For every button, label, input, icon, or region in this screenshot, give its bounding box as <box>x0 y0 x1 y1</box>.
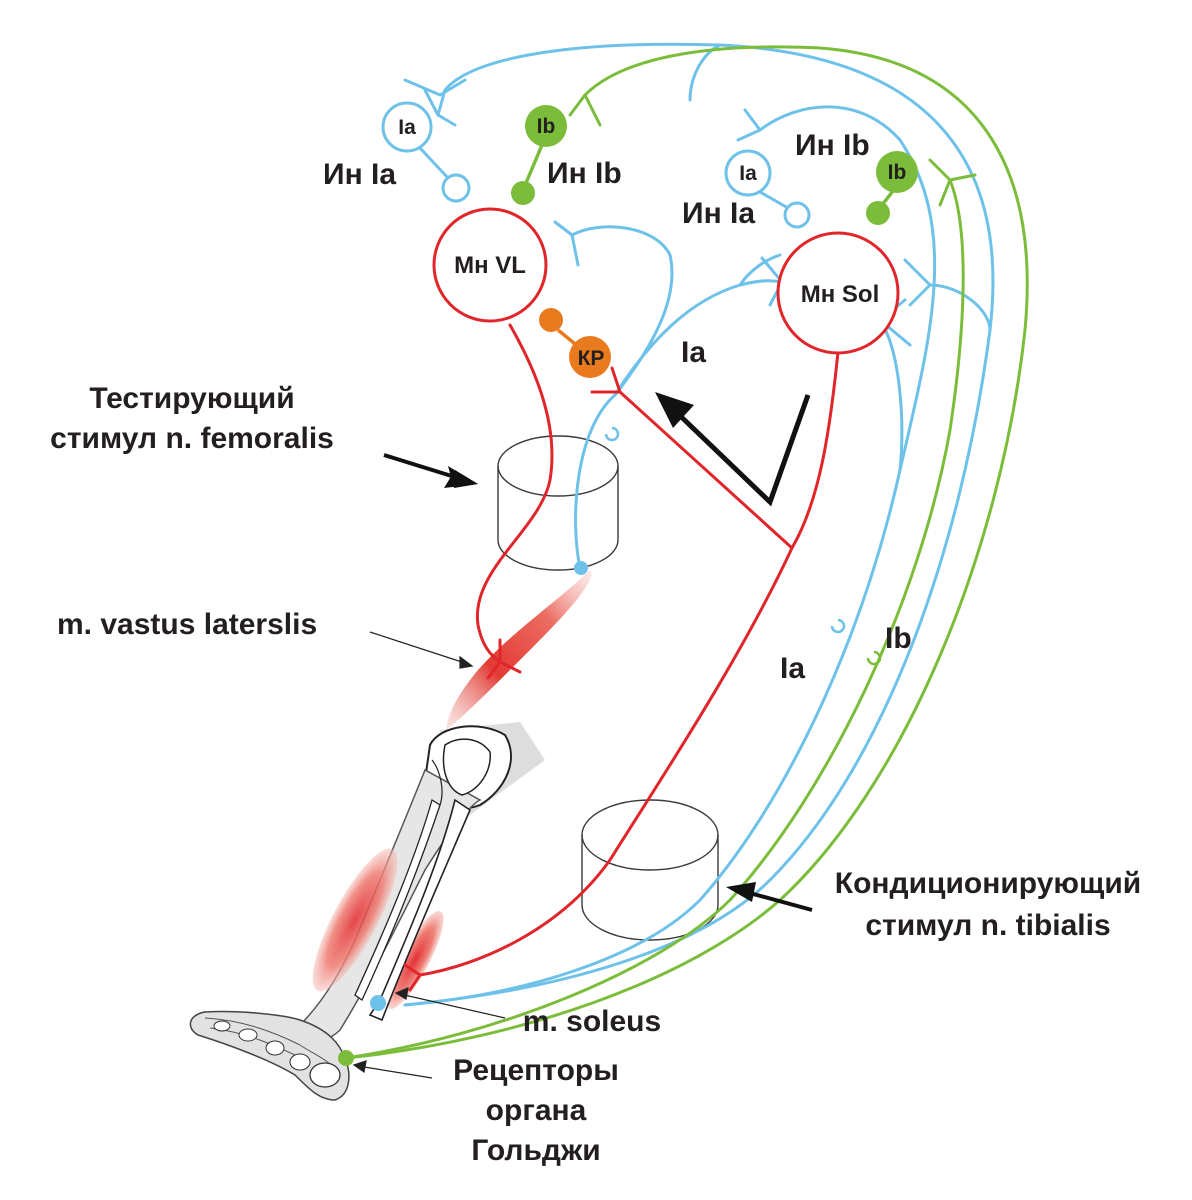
soleus-muscle-label: m. soleus <box>523 1005 661 1038</box>
ib-fibers <box>344 45 1029 1060</box>
motoneuron-vl-label: Мн VL <box>454 252 526 279</box>
test-stimulus-label-line2: стимул n. femoralis <box>50 422 334 455</box>
golgi-receptor-dot <box>338 1050 354 1066</box>
ib-interneuron-right <box>866 151 918 225</box>
golgi-label-line3: Гольджи <box>471 1134 600 1167</box>
vastus-lateralis-muscle <box>446 570 592 730</box>
test-stimulus-electrode <box>497 435 619 571</box>
cell-ib-left-label: Ib <box>537 115 556 138</box>
motor-fibers <box>403 323 840 992</box>
golgi-label-line1: Рецепторы <box>453 1054 619 1087</box>
ia-fiber-right-in <box>574 279 784 570</box>
vl-motor-axon <box>475 323 554 664</box>
renshaw-cell <box>539 308 611 378</box>
interneuron-ib-left-label: Ин Ib <box>547 157 622 190</box>
interneuron-ib-right-label: Ин Ib <box>795 129 870 162</box>
ia-interneuron-left <box>381 101 471 203</box>
motoneuron-sol <box>776 231 900 355</box>
fiber-ib-lower-label: Ib <box>885 622 912 655</box>
interneuron-ia-left-label: Ин Ia <box>323 158 396 191</box>
recurrent-collateral <box>618 390 794 550</box>
ib-cell-right <box>876 151 918 193</box>
fiber-ia-upper-label: Ia <box>681 336 706 369</box>
cell-ia-right-label: Ia <box>739 162 757 185</box>
leader-lines <box>352 631 506 1079</box>
inhibition-angle-arrow <box>670 394 811 507</box>
cell-ib-right-label: Ib <box>888 161 907 184</box>
ia-arc-outer <box>403 42 995 1007</box>
ia-cell-right <box>724 149 772 197</box>
leg-illustration <box>189 722 545 1101</box>
golgi-label-line2: органа <box>486 1094 587 1127</box>
motoneuron-vl <box>432 207 548 323</box>
conditioning-stimulus-label-line2: стимул n. tibialis <box>865 909 1110 942</box>
fiber-ia-lower-label: Ia <box>780 652 805 685</box>
ia-fiber-left-in <box>570 225 674 397</box>
sol-motor-axon <box>418 350 840 977</box>
conditioning-stimulus-electrode <box>581 799 719 941</box>
conditioning-stimulus-arrow <box>726 882 813 912</box>
ib-arc-inner <box>344 178 965 1060</box>
ib-receptor-marker <box>866 650 882 666</box>
ia-receptor-markers <box>604 426 846 634</box>
calf-muscle <box>312 848 398 992</box>
ia-ending-soleus <box>370 995 386 1011</box>
test-stimulus-arrow <box>383 453 478 488</box>
fibula-bone <box>354 798 441 1001</box>
test-stimulus-label-line1: Тестирующий <box>89 382 294 415</box>
ib-interneuron-left <box>511 105 567 205</box>
conditioning-stimulus-label-line1: Кондиционирующий <box>835 867 1141 900</box>
interneuron-ia-right-label: Ин Ia <box>682 197 755 230</box>
renshaw-cell-label: КР <box>578 347 605 370</box>
soleus-muscle-shape <box>386 910 444 1010</box>
ia-arc-inner <box>403 105 937 1007</box>
vastus-muscle-label: m. vastus laterslis <box>57 608 317 641</box>
ia-cell-left <box>381 101 433 153</box>
tibia-bone <box>368 798 471 1022</box>
inhibition-arrowhead <box>655 392 694 428</box>
ia-ending-vastus <box>574 561 588 575</box>
cell-ia-left-label: Ia <box>398 116 416 139</box>
motoneuron-sol-label: Мн Sol <box>801 281 880 308</box>
ib-cell-left <box>525 105 567 147</box>
ib-arc-outer <box>344 45 1029 1060</box>
ia-interneuron-right <box>724 149 811 229</box>
